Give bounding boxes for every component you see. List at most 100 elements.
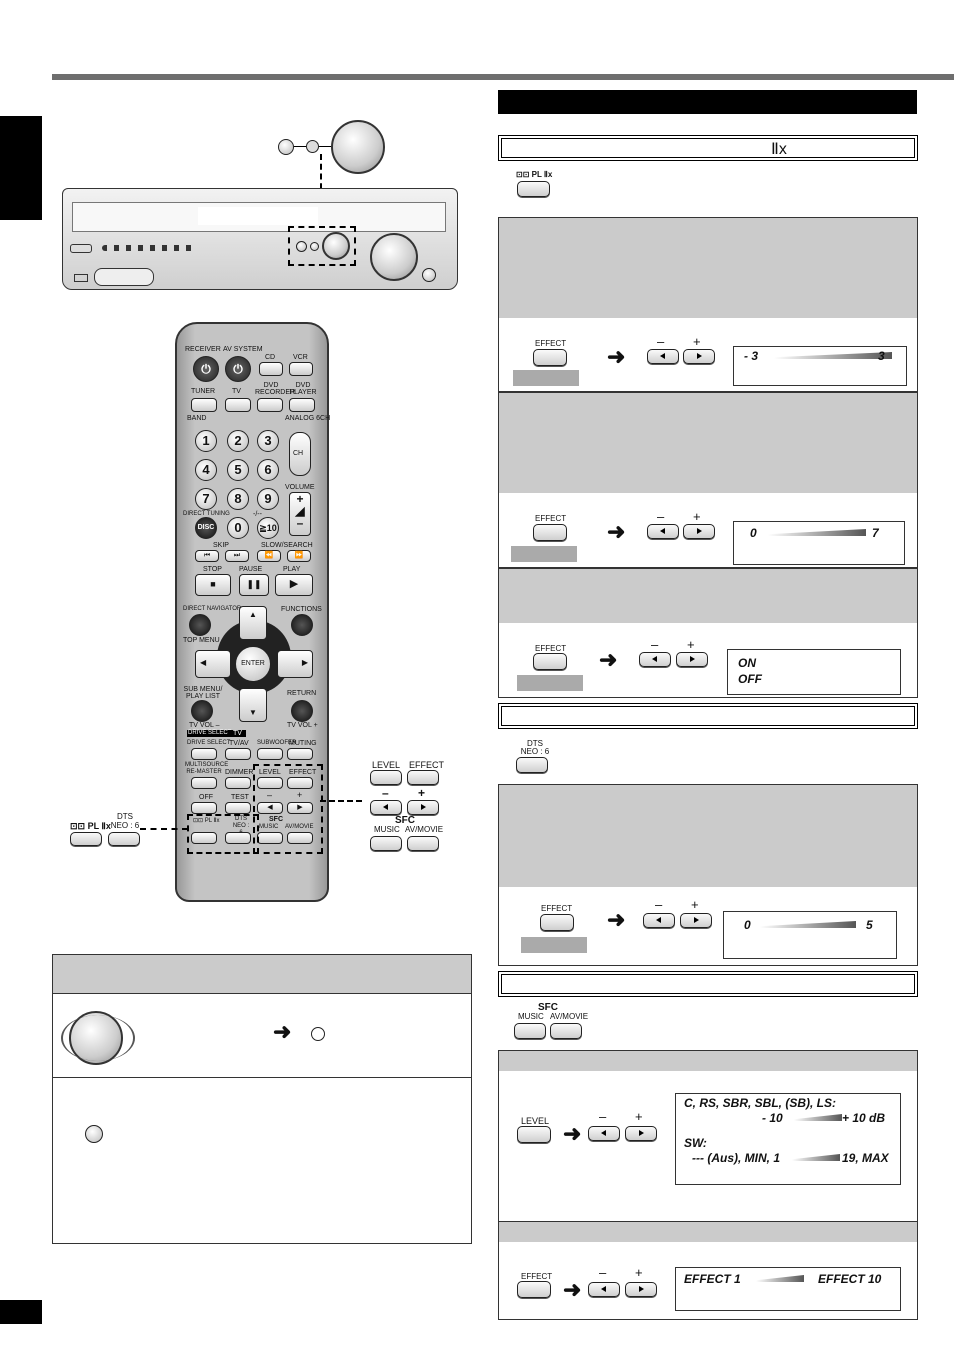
minus-label-remote: – — [267, 790, 273, 800]
level-button-remote[interactable] — [257, 777, 283, 789]
subwoofer-button[interactable] — [257, 748, 283, 760]
receiver-power-button[interactable]: ⏻ — [193, 356, 219, 382]
digit-9-button[interactable]: 9 — [257, 488, 279, 510]
callout-dts-label: DTS NEO : 6 — [110, 812, 140, 830]
pause-button[interactable]: ❚❚ — [239, 574, 269, 596]
plus-button-5[interactable] — [625, 1126, 657, 1141]
nav-right-button[interactable]: ▶ — [277, 650, 313, 678]
stop-button[interactable]: ■ — [195, 574, 231, 596]
volume-tips-box: ➜ — [52, 954, 472, 1244]
callout-music-button[interactable] — [370, 836, 402, 851]
drive-select-button[interactable] — [191, 748, 217, 760]
range-min-1: - 3 — [744, 349, 759, 363]
callout-effect-button[interactable] — [407, 770, 439, 785]
minus-button-6[interactable] — [588, 1282, 620, 1297]
enter-button[interactable]: ENTER — [235, 646, 271, 682]
callout-minus-button[interactable] — [370, 800, 402, 815]
tv-tag: TV — [229, 730, 246, 737]
nav-down-button[interactable]: ▼ — [239, 688, 267, 722]
disc-button[interactable]: DISC — [195, 517, 217, 539]
cd-button[interactable] — [259, 362, 283, 376]
play-button[interactable]: ▶ — [275, 574, 313, 596]
effect-label-remote: EFFECT — [289, 769, 317, 776]
dts-button[interactable] — [516, 757, 548, 773]
tuner-button[interactable] — [191, 398, 217, 412]
callout-plus-button[interactable] — [407, 800, 439, 815]
skip-forward-button[interactable]: ⏭ — [225, 550, 249, 562]
page-number-tab — [0, 1300, 42, 1324]
effect-button-4[interactable] — [540, 914, 574, 931]
effect-button-1[interactable] — [533, 349, 567, 366]
pl2x-button[interactable] — [517, 181, 550, 197]
minus-button-remote[interactable]: ◀ — [257, 802, 283, 814]
level-label: LEVEL — [521, 1116, 550, 1126]
effect-button-6[interactable] — [517, 1281, 551, 1298]
digit-3-button[interactable]: 3 — [257, 430, 279, 452]
minus-button-2[interactable] — [647, 524, 679, 539]
minus-button-5[interactable] — [588, 1126, 620, 1141]
callout-av-movie-button[interactable] — [407, 836, 439, 851]
digit-1-button[interactable]: 1 — [195, 430, 217, 452]
ch-rocker[interactable] — [289, 432, 311, 476]
callout-pl2x-button[interactable] — [70, 832, 102, 846]
skip-back-button[interactable]: ⏮ — [195, 550, 219, 562]
minus-button-4[interactable] — [643, 913, 675, 928]
digit-6-button[interactable]: 6 — [257, 459, 279, 481]
vcr-button[interactable] — [289, 362, 313, 376]
digit-8-button[interactable]: 8 — [227, 488, 249, 510]
effect-button-3[interactable] — [533, 653, 567, 670]
av-system-power-button[interactable]: ⏻ — [225, 356, 251, 382]
digit-4-button[interactable]: 4 — [195, 459, 217, 481]
direct-navigator-button[interactable] — [189, 614, 211, 636]
return-label: RETURN — [287, 690, 317, 697]
digit-2-button[interactable]: 2 — [227, 430, 249, 452]
off-label: OFF — [738, 672, 762, 686]
level-line-3: SW: — [684, 1136, 707, 1150]
callout-level-button[interactable] — [370, 770, 402, 785]
functions-button[interactable] — [291, 614, 313, 636]
callout-level-label: LEVEL — [372, 760, 401, 770]
plus-button-6[interactable] — [625, 1282, 657, 1297]
volume-rocker[interactable]: +◢– — [289, 492, 311, 536]
muting-button[interactable] — [287, 748, 313, 760]
off-button[interactable] — [191, 802, 217, 814]
callout-dts-button[interactable] — [108, 832, 140, 846]
dts-button-remote[interactable] — [225, 832, 251, 844]
sfc-av-movie-button[interactable] — [550, 1023, 582, 1039]
plus-button-3[interactable] — [676, 652, 708, 667]
sub-menu-button[interactable] — [191, 700, 213, 722]
dts-panel: EFFECT ➜ – + 0 5 — [498, 784, 918, 966]
multisource-button[interactable] — [191, 777, 217, 789]
tv-av-button[interactable] — [225, 748, 251, 760]
arrow-icon-6: ➜ — [563, 1277, 582, 1302]
ge10-button[interactable]: ≧10 — [257, 517, 279, 539]
level-button[interactable] — [517, 1126, 551, 1143]
drive-select-tag: DRIVE SELECT — [187, 730, 233, 737]
search-forward-button[interactable]: ⏩ — [287, 550, 311, 562]
minus-button-3[interactable] — [639, 652, 671, 667]
plus-button-remote[interactable]: ▶ — [287, 802, 313, 814]
digit-7-button[interactable]: 7 — [195, 488, 217, 510]
dvd-recorder-button[interactable] — [257, 398, 283, 412]
tv-button[interactable] — [225, 398, 251, 412]
return-button[interactable] — [291, 700, 313, 722]
dvd-player-button[interactable] — [289, 398, 315, 412]
effect-button-2[interactable] — [533, 524, 567, 541]
pl2x-button-remote[interactable] — [191, 832, 217, 844]
effect-button-remote[interactable] — [287, 777, 313, 789]
digit-0-button[interactable]: 0 — [227, 517, 249, 539]
test-button[interactable] — [225, 802, 251, 814]
sfc-music-button[interactable] — [514, 1023, 546, 1039]
nav-left-button[interactable]: ◀ — [195, 650, 231, 678]
minus-button-1[interactable] — [647, 349, 679, 364]
av-movie-button-remote[interactable] — [287, 832, 313, 844]
effect-label-3: EFFECT — [535, 644, 567, 653]
dimmer-button[interactable] — [225, 777, 251, 789]
search-back-button[interactable]: ⏪ — [257, 550, 281, 562]
nav-up-button[interactable]: ▲ — [239, 606, 267, 640]
plus-button-4[interactable] — [680, 913, 712, 928]
indicator-button-icon-2 — [85, 1125, 103, 1143]
plus-button-1[interactable] — [683, 349, 715, 364]
plus-button-2[interactable] — [683, 524, 715, 539]
digit-5-button[interactable]: 5 — [227, 459, 249, 481]
